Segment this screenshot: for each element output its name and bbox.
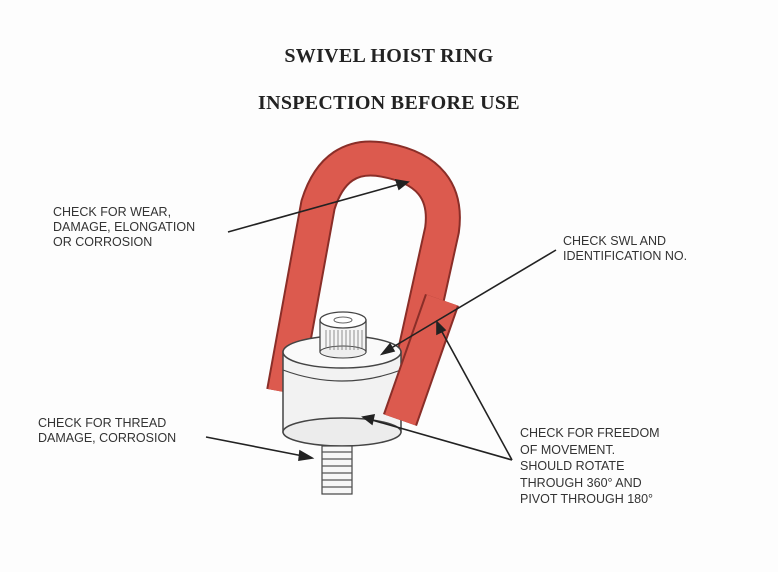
callout-line: CHECK SWL AND: [563, 234, 667, 248]
callout-line: SHOULD ROTATE: [520, 459, 625, 473]
diagram-subtitle: INSPECTION BEFORE USE: [258, 92, 520, 114]
swivel-body: [282, 335, 402, 447]
callout-line: DAMAGE, ELONGATION: [53, 220, 196, 234]
leader-wear: [227, 183, 401, 233]
callout-freedom: CHECK FOR FREEDOM OF MOVEMENT. SHOULD ROTA…: [520, 425, 660, 508]
callout-line: CHECK FOR WEAR,: [53, 205, 172, 219]
callout-line: PIVOT THROUGH 180°: [520, 492, 654, 506]
diagram-title: SWIVEL HOIST RING: [284, 45, 494, 67]
callout-line: DAMAGE, CORROSION: [38, 431, 177, 445]
leader-thread: [205, 436, 304, 457]
leader-lines: [205, 178, 557, 461]
callout-line: IDENTIFICATION NO.: [563, 249, 688, 263]
leader-swl: [387, 249, 557, 351]
callout-line: OF MOVEMENT.: [520, 442, 616, 457]
leader-freedom-1: [371, 419, 513, 461]
callout-line: CHECK FOR THREAD: [38, 416, 167, 430]
leader-freedom-2: [440, 329, 513, 461]
threaded-shank: [321, 445, 353, 495]
socket-head-bolt: [319, 311, 367, 359]
callout-line: OR CORROSION: [53, 235, 153, 249]
callout-line: THROUGH 360° AND: [520, 475, 642, 490]
callout-line: CHECK FOR FREEDOM: [520, 426, 660, 440]
